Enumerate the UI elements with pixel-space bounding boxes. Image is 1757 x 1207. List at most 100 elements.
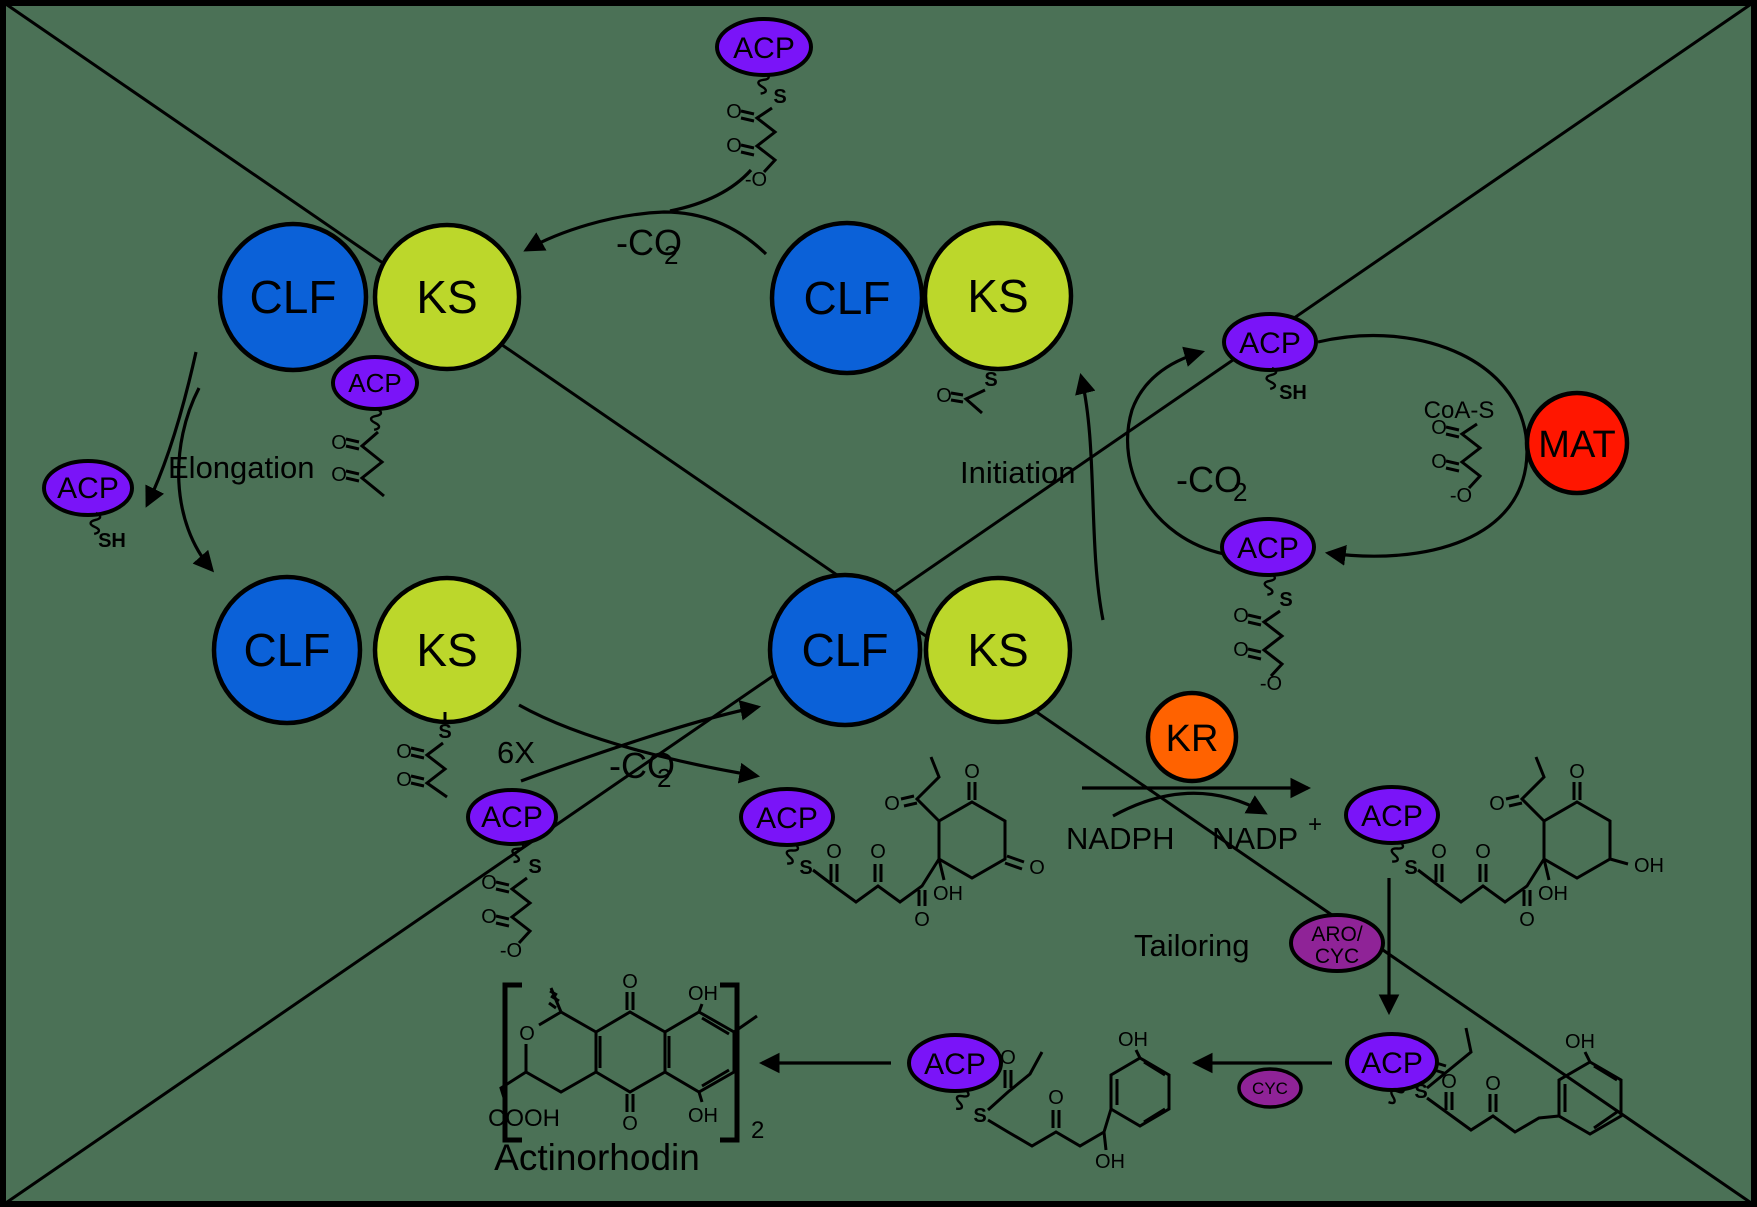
- sulfur-label: S: [1404, 857, 1417, 879]
- aromatic-bonds: [1563, 1064, 1618, 1130]
- carbonyl-bonds: [1444, 1092, 1498, 1112]
- cooh-label: COOH: [488, 1105, 560, 1132]
- clf-label: CLF: [244, 624, 331, 676]
- aro-cyc-label-line1: ARO/: [1311, 923, 1363, 946]
- aromatic-acp-bottom-right: S O O O OH ACP: [1345, 1027, 1623, 1136]
- oxygen-label: O: [1489, 793, 1505, 815]
- complex-bottom-left: CLF KS S O O: [211, 574, 522, 799]
- actinorhodin-structure: 2 O COOH O O OH OH Actinorhodin: [488, 971, 764, 1178]
- oxygen-label: O: [726, 101, 742, 123]
- ring-ketone-bonds: [967, 782, 1025, 871]
- elongation-label: Elongation: [168, 450, 315, 485]
- acp-label: ACP: [924, 1048, 986, 1081]
- phenol-ring: [1557, 1060, 1623, 1136]
- clf-circle: [217, 221, 369, 373]
- acp-label: ACP: [1239, 327, 1301, 360]
- oxygen-label: O: [1233, 605, 1249, 627]
- hydroxyl-label: OH: [688, 983, 718, 1005]
- oxygen-label: O: [622, 971, 638, 993]
- carbonyl-bonds: [1247, 613, 1262, 661]
- hydroxyl-label: OH: [688, 1105, 718, 1127]
- carbonyl-bonds: [410, 746, 425, 788]
- arm-carbonyl: [900, 794, 918, 808]
- co2-loss-label-top: -CO: [616, 222, 682, 263]
- elongation-cycle-arrow: [177, 387, 215, 573]
- polyketide-chain: [1426, 1096, 1560, 1134]
- oxygen-label: O: [396, 741, 412, 763]
- malonyl-feed-curve: [669, 168, 753, 213]
- oxygen-label: O: [914, 909, 930, 931]
- ks-label: KS: [967, 624, 1028, 676]
- acp-label: ACP: [756, 802, 818, 835]
- ks-label: KS: [416, 271, 477, 323]
- initiation-arrow-to-ks: [1075, 372, 1105, 621]
- acp-label: ACP: [348, 368, 401, 398]
- oxygen-label: O: [1569, 761, 1585, 783]
- hydroxyl-bond: [697, 1003, 704, 1013]
- complex-middle: CLF KS: [767, 572, 1073, 728]
- oxygen-label: O: [1029, 857, 1045, 879]
- oxygen-label: O: [622, 1113, 638, 1135]
- acetic-acid-arm: [499, 1070, 527, 1105]
- carbonyl-bonds: [740, 109, 755, 157]
- oxygen-label: O: [870, 841, 886, 863]
- free-acp-sh: ACP SH: [42, 459, 134, 552]
- tailoring-label: Tailoring: [1134, 928, 1249, 963]
- polyketide-chain: [812, 858, 941, 904]
- hydroxyl-bond: [937, 858, 946, 881]
- oxygen-label: O: [1431, 417, 1447, 439]
- sulfur-label: S: [984, 369, 997, 391]
- initiation-label: Initiation: [960, 455, 1075, 490]
- initiation-acp-sh: ACP SH: [1222, 312, 1318, 404]
- acetyl-group: [963, 388, 986, 415]
- malonyl-chain: [754, 106, 778, 174]
- oxygen-label: O: [936, 385, 952, 407]
- cyc-node: [1237, 1067, 1303, 1109]
- acp-label: ACP: [481, 801, 543, 834]
- cyc-label: CYC: [1252, 1079, 1288, 1098]
- oxygen-label: O: [1431, 451, 1447, 473]
- ks-circle: [922, 220, 1074, 372]
- thiol-label: SH: [1279, 382, 1307, 404]
- acetoacetyl-chain: [359, 430, 385, 498]
- co2-loss-label-right: -CO: [1176, 459, 1242, 500]
- methyl-bond: [733, 1014, 758, 1034]
- acp-node: [1344, 785, 1440, 845]
- oxygen-label: O: [1441, 1071, 1457, 1093]
- carbonyl-bonds: [1434, 864, 1532, 906]
- aromatic-bonds: [1115, 1060, 1166, 1124]
- acp-node: [331, 355, 419, 411]
- oxygen-label: O: [1519, 909, 1535, 931]
- condensation-arrow: [523, 210, 768, 256]
- bracket-left: [502, 982, 522, 1143]
- acp-node: [739, 787, 835, 847]
- malonyl-chain: [1261, 609, 1285, 678]
- methyl-hash-wedge: [548, 987, 563, 1013]
- carbonyl-bonds: [345, 437, 360, 483]
- oxygen-label: O: [1000, 1047, 1016, 1069]
- oxygen-label: O: [1233, 639, 1249, 661]
- complex-top-left: CLF KS O O ACP: [217, 221, 522, 498]
- acp-node: [715, 17, 813, 77]
- acetyl-arm: [1426, 1027, 1473, 1090]
- sulfur-label: S: [528, 856, 541, 878]
- oxygen-label: O: [726, 135, 742, 157]
- acp-release-arrow: [145, 351, 198, 508]
- carbonyl-bonds: [495, 880, 510, 928]
- ks-circle: [923, 575, 1073, 725]
- hydroxyl-bond: [1102, 1131, 1108, 1151]
- hydroxyl-label: OH: [1118, 1029, 1148, 1051]
- hydroxyl-bond: [1583, 1051, 1592, 1063]
- clf-label: CLF: [802, 624, 889, 676]
- mat-label: MAT: [1538, 424, 1615, 466]
- acetoacetyl-chain: [424, 741, 448, 799]
- ks-label: KS: [416, 624, 477, 676]
- clf-circle: [769, 220, 925, 376]
- acp-label: ACP: [57, 472, 119, 505]
- diketone-arm: [914, 756, 941, 823]
- bracket-right: [720, 982, 740, 1143]
- oxygen-label: O: [826, 841, 842, 863]
- co2-subscript-right: 2: [1233, 477, 1247, 507]
